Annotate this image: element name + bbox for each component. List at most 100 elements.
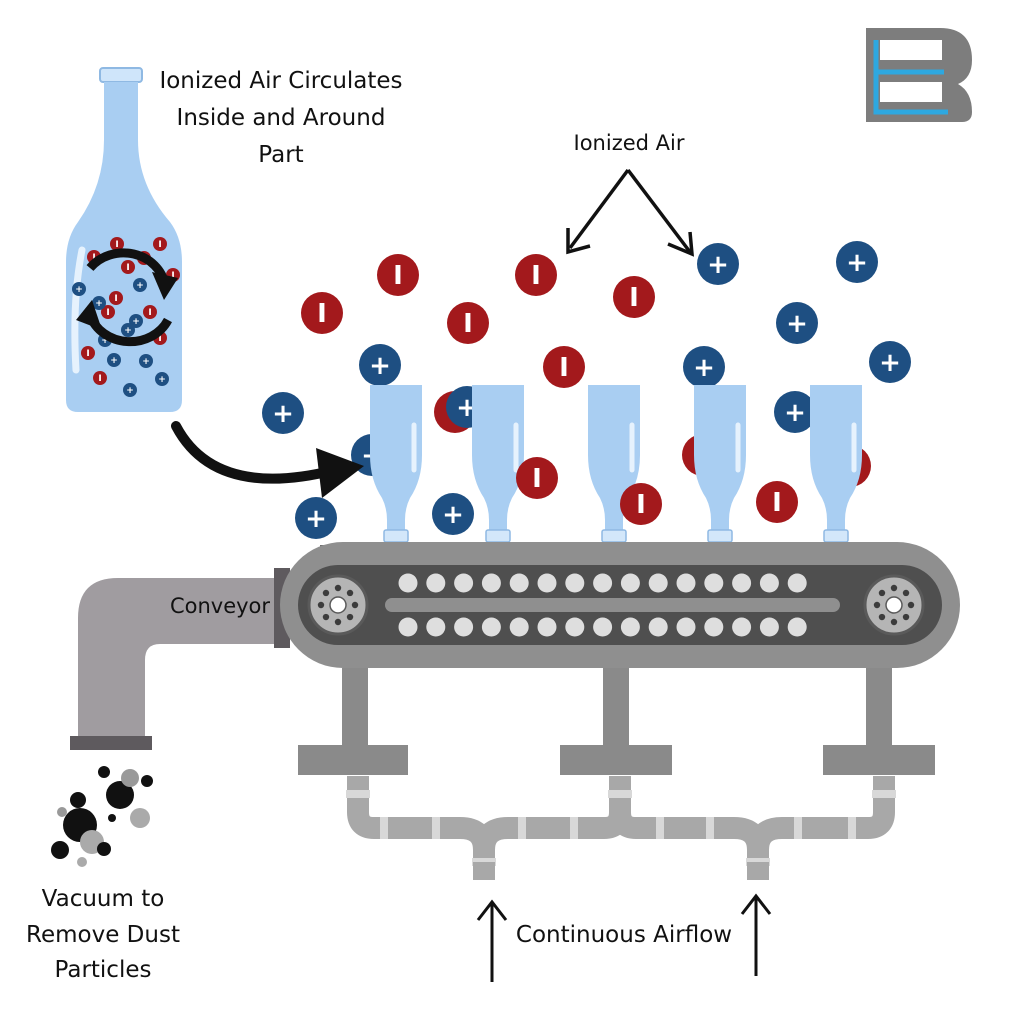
svg-text:I: I bbox=[772, 488, 782, 518]
roller bbox=[648, 573, 668, 593]
negative-ion-icon: I bbox=[93, 371, 107, 385]
roller bbox=[454, 573, 474, 593]
svg-text:+: + bbox=[132, 317, 140, 327]
positive-ion-icon: + bbox=[359, 344, 401, 386]
roller bbox=[732, 573, 752, 593]
pipe-outlet-left bbox=[473, 862, 495, 880]
positive-ion-icon: + bbox=[776, 302, 818, 344]
conveyor-bottle bbox=[472, 385, 524, 543]
roller bbox=[593, 617, 613, 637]
negative-ion-icon: I bbox=[153, 237, 167, 251]
negative-ion-icon: I bbox=[377, 254, 419, 296]
svg-text:+: + bbox=[136, 281, 144, 291]
roller bbox=[759, 617, 779, 637]
svg-text:+: + bbox=[142, 357, 150, 367]
svg-text:I: I bbox=[115, 240, 118, 250]
svg-text:I: I bbox=[629, 283, 639, 313]
svg-text:+: + bbox=[101, 336, 109, 346]
roller bbox=[648, 617, 668, 637]
pipe-outlet-right bbox=[747, 862, 769, 880]
negative-ion-icon: I bbox=[756, 481, 798, 523]
negative-ion-icon: I bbox=[516, 457, 558, 499]
bottle-caption-line-2: Inside and Around bbox=[177, 105, 386, 131]
roller bbox=[537, 573, 557, 593]
conveyor-rollers bbox=[398, 573, 807, 637]
airflow-label: Continuous Airflow bbox=[516, 922, 732, 948]
airflow-arrow-right-icon bbox=[740, 893, 772, 976]
roller bbox=[787, 573, 807, 593]
roller bbox=[620, 617, 640, 637]
svg-text:I: I bbox=[86, 349, 89, 359]
bottle-caption-line-1: Ionized Air Circulates bbox=[159, 68, 402, 94]
roller bbox=[426, 617, 446, 637]
roller bbox=[787, 617, 807, 637]
svg-text:+: + bbox=[369, 351, 391, 381]
roller bbox=[565, 617, 585, 637]
company-logo bbox=[866, 28, 972, 122]
positive-ion-icon: + bbox=[133, 278, 147, 292]
roller bbox=[593, 573, 613, 593]
svg-text:I: I bbox=[98, 374, 101, 384]
right-pulley bbox=[863, 574, 925, 636]
positive-ion-icon: + bbox=[683, 346, 725, 388]
vacuum-label-line-2: Remove Dust bbox=[26, 922, 180, 948]
svg-text:+: + bbox=[786, 309, 808, 339]
svg-text:I: I bbox=[559, 353, 569, 383]
svg-text:I: I bbox=[531, 261, 541, 291]
svg-text:+: + bbox=[879, 348, 901, 378]
svg-text:+: + bbox=[693, 353, 715, 383]
svg-text:+: + bbox=[442, 500, 464, 530]
circulation-arrows-icon bbox=[76, 248, 178, 347]
negative-ion-icon: I bbox=[620, 483, 662, 525]
conveyor-bottle bbox=[694, 385, 746, 543]
positive-ion-icon: + bbox=[432, 493, 474, 535]
positive-ion-icon: + bbox=[129, 314, 143, 328]
roller bbox=[398, 573, 418, 593]
positive-ion-icon: + bbox=[262, 392, 304, 434]
conveyor-bottle bbox=[810, 385, 862, 543]
positive-ion-icon: + bbox=[774, 391, 816, 433]
roller bbox=[732, 617, 752, 637]
svg-text:I: I bbox=[114, 294, 117, 304]
negative-ion-icon: I bbox=[101, 305, 115, 319]
svg-text:I: I bbox=[532, 464, 542, 494]
svg-text:I: I bbox=[158, 334, 161, 344]
svg-text:I: I bbox=[158, 240, 161, 250]
roller bbox=[509, 573, 529, 593]
svg-text:+: + bbox=[95, 299, 103, 309]
svg-text:+: + bbox=[110, 356, 118, 366]
positive-ion-icon: + bbox=[836, 241, 878, 283]
negative-ion-icon: I bbox=[613, 276, 655, 318]
roller bbox=[426, 573, 446, 593]
svg-text:+: + bbox=[707, 250, 729, 280]
bottle-caption-line-3: Part bbox=[258, 142, 303, 168]
svg-text:+: + bbox=[846, 248, 868, 278]
positive-ion-icon: + bbox=[107, 353, 121, 367]
roller bbox=[454, 617, 474, 637]
svg-text:+: + bbox=[75, 285, 83, 295]
positive-ion-icon: + bbox=[869, 341, 911, 383]
roller bbox=[704, 617, 724, 637]
svg-text:+: + bbox=[158, 375, 166, 385]
conveyor bbox=[280, 542, 960, 668]
air-pipes bbox=[347, 776, 895, 870]
positive-ion-icon: + bbox=[697, 243, 739, 285]
positive-ion-icon: + bbox=[121, 323, 135, 337]
positive-ion-icon: + bbox=[139, 354, 153, 368]
positive-ion-icon: + bbox=[155, 372, 169, 386]
roller bbox=[537, 617, 557, 637]
positive-ion-icon: + bbox=[72, 282, 86, 296]
negative-ion-icon: I bbox=[109, 291, 123, 305]
conveyor-label: Conveyor bbox=[170, 594, 270, 618]
roller bbox=[759, 573, 779, 593]
roller bbox=[620, 573, 640, 593]
roller bbox=[565, 573, 585, 593]
roller bbox=[398, 617, 418, 637]
ionized-air-arrows-icon bbox=[566, 168, 695, 257]
ionized-air-label: Ionized Air bbox=[574, 131, 685, 155]
negative-ion-icon: I bbox=[447, 302, 489, 344]
roller bbox=[704, 573, 724, 593]
vacuum-label-line-1: Vacuum to bbox=[42, 886, 165, 912]
